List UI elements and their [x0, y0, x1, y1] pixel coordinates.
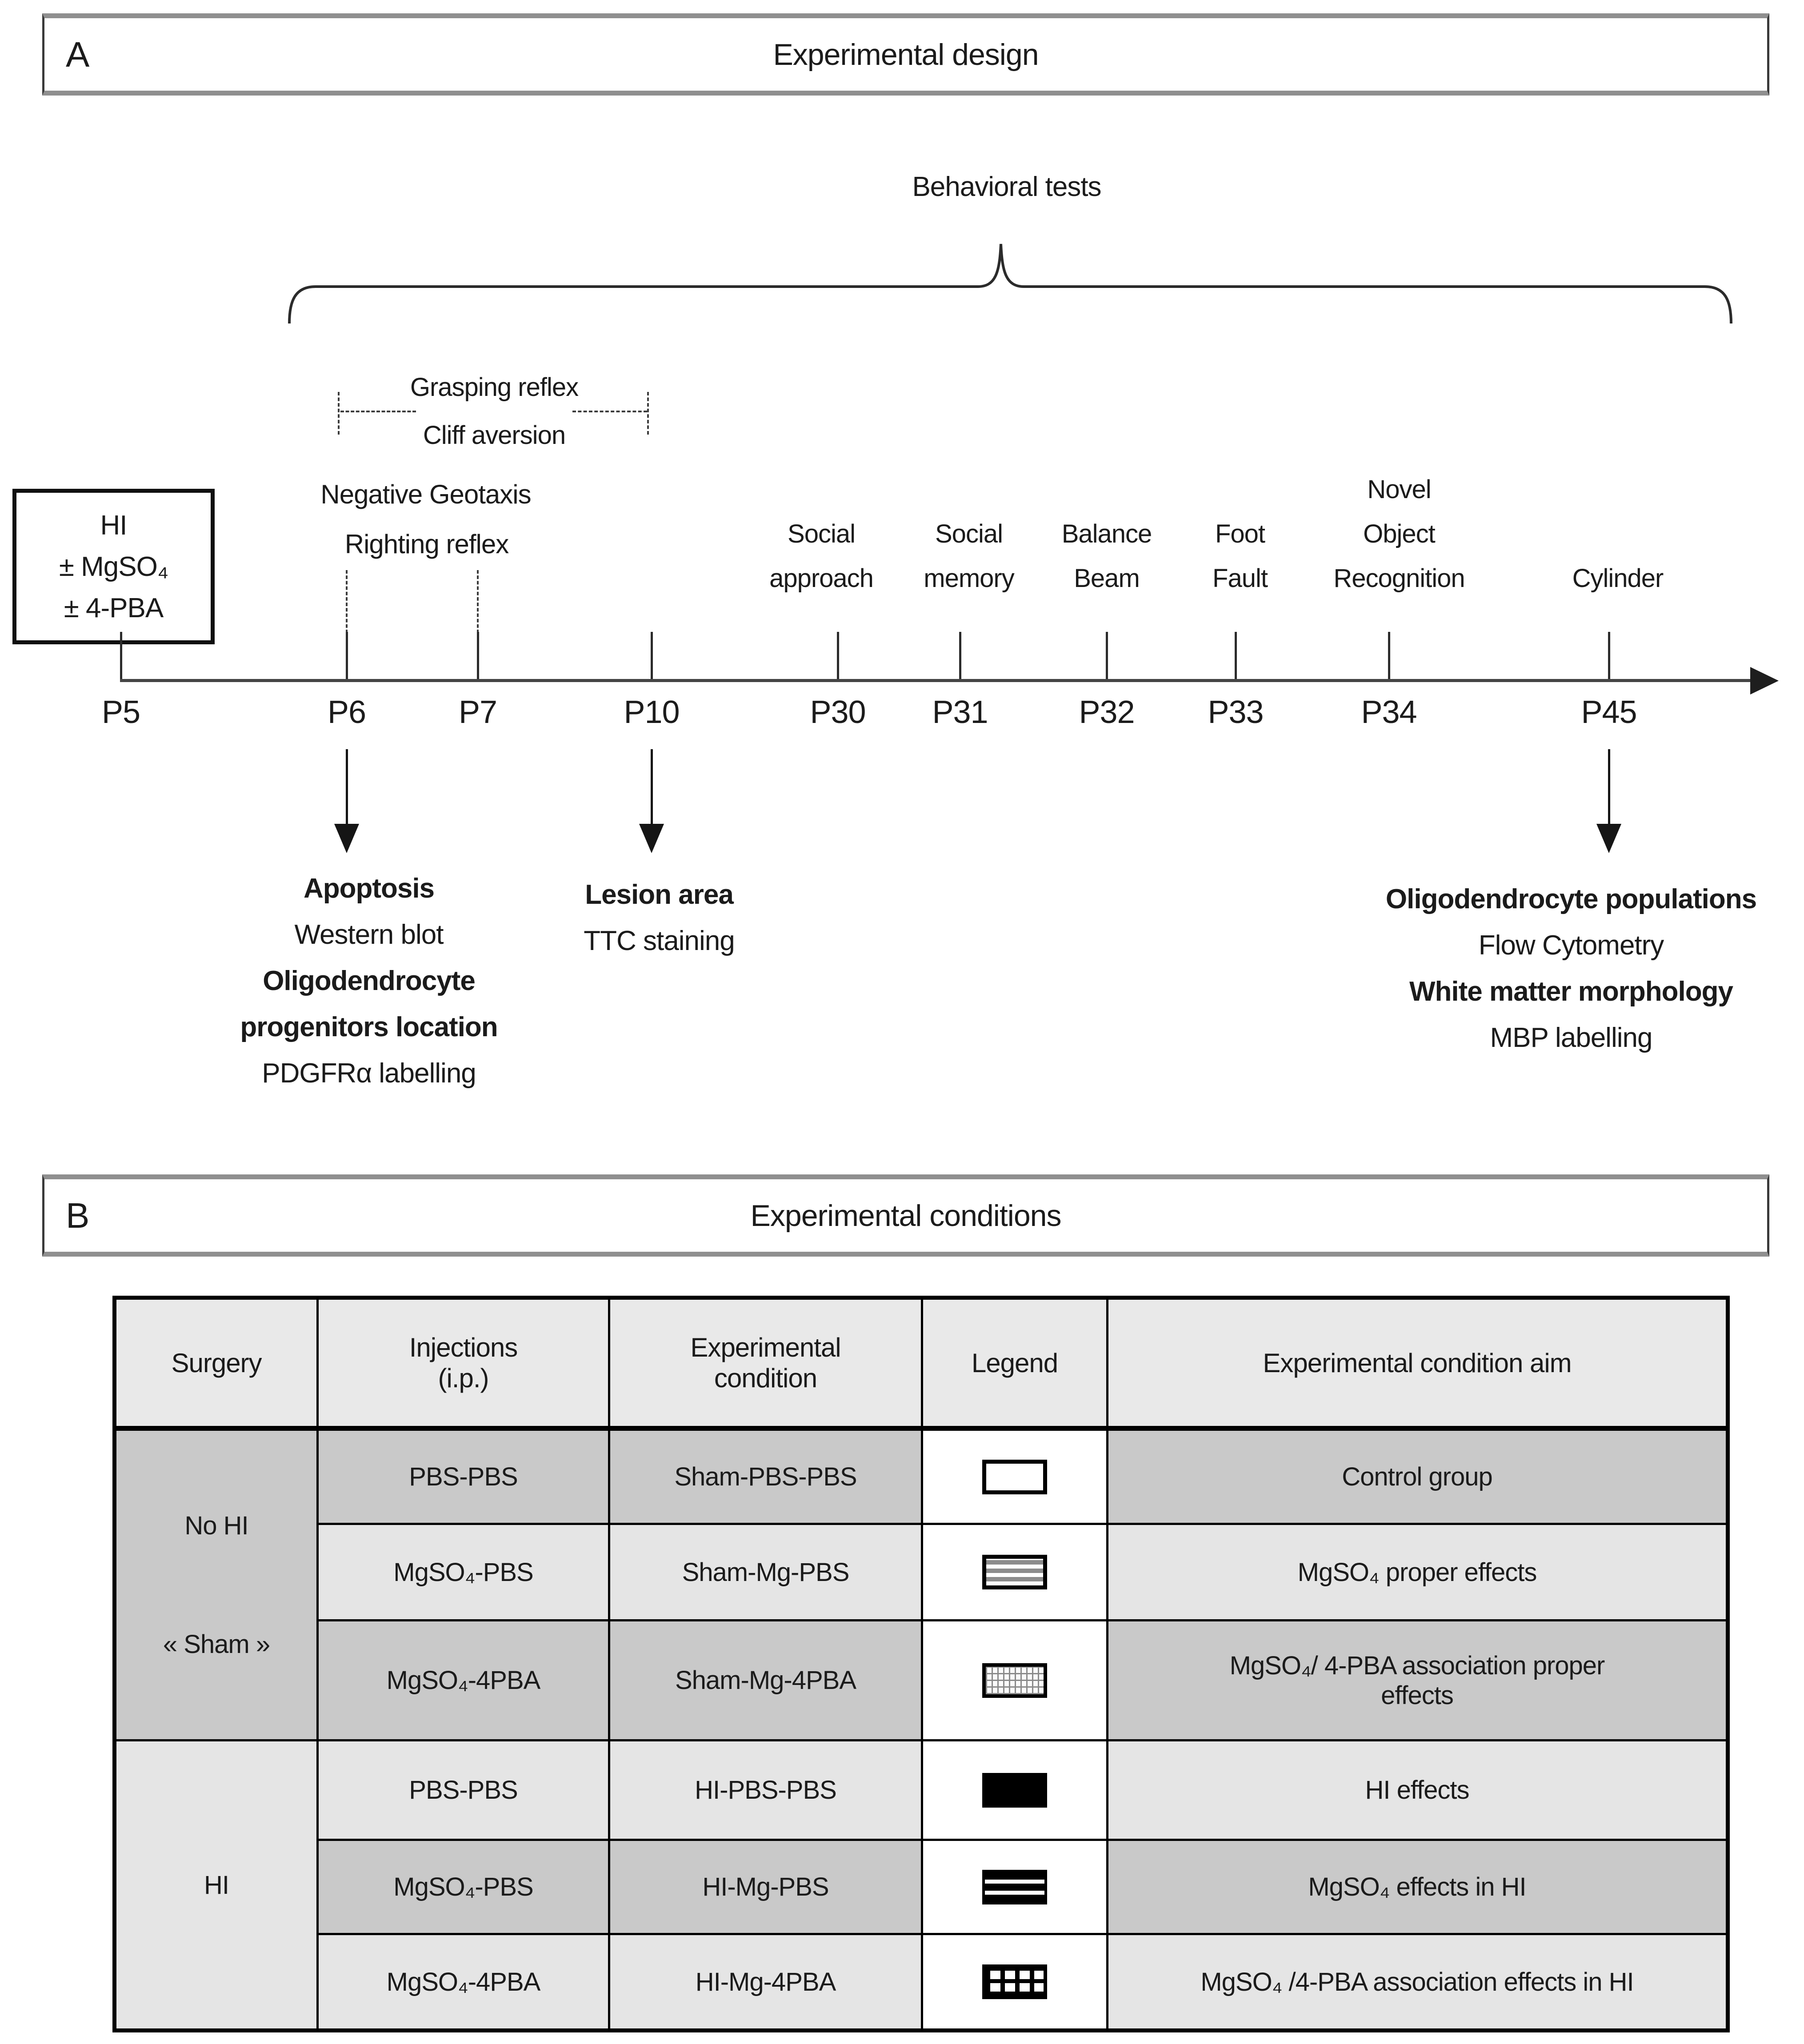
cell-condition: Sham-Mg-4PBA — [608, 1619, 923, 1741]
legend-swatch-black-grid — [982, 1964, 1047, 1999]
legend-swatch-black-stripes — [982, 1869, 1047, 1904]
grasping-reflex-label: Grasping reflex — [410, 373, 579, 402]
cell-condition: HI-Mg-PBS — [608, 1839, 923, 1935]
legend-swatch-gray-stripes — [982, 1555, 1047, 1589]
test-label-social-memory: Social memory — [924, 519, 1014, 593]
cell-legend — [921, 1739, 1108, 1841]
p7-dashed-connector — [477, 570, 479, 633]
cell-injections: MgSO₄-PBS — [316, 1523, 610, 1621]
cell-aim: MgSO₄/ 4-PBA association proper effects — [1106, 1619, 1729, 1741]
header-injections: Injections (i.p.) — [316, 1297, 610, 1431]
p45-annotation-block: Oligodendrocyte populations Flow Cytomet… — [1385, 884, 1757, 1053]
legend-swatch-fine-grid — [982, 1663, 1047, 1698]
panel-b-letter: B — [66, 1195, 89, 1235]
table-row: MgSO₄-PBS HI-Mg-PBS MgSO₄ effects in HI — [115, 1839, 1729, 1935]
panel-a-letter: A — [66, 34, 89, 74]
cell-injections: PBS-PBS — [316, 1427, 610, 1525]
cell-aim: MgSO₄ /4-PBA association effects in HI — [1106, 1933, 1729, 2032]
header-legend: Legend — [921, 1297, 1108, 1431]
p10-down-arrow — [651, 749, 653, 825]
p45-down-arrow — [1608, 749, 1610, 825]
p6-down-arrow — [346, 749, 348, 825]
timeline-axis — [120, 679, 1752, 682]
panel-b-title: Experimental conditions — [750, 1198, 1062, 1233]
cell-aim: HI effects — [1106, 1739, 1729, 1841]
header-aim: Experimental condition aim — [1106, 1297, 1729, 1431]
hi-box-line-3: ± 4-PBA — [64, 592, 164, 623]
cell-condition: Sham-PBS-PBS — [608, 1427, 923, 1525]
cell-condition: Sham-Mg-PBS — [608, 1523, 923, 1621]
cell-injections: MgSO₄-4PBA — [316, 1619, 610, 1741]
cliff-aversion-label: Cliff aversion — [423, 421, 566, 450]
table-row: MgSO₄-4PBA HI-Mg-4PBA MgSO₄ /4-PBA assoc… — [115, 1933, 1729, 2032]
test-label-cylinder: Cylinder — [1572, 564, 1664, 593]
reflex-bracket-dash-left — [340, 411, 416, 412]
p45-down-arrowhead-icon — [1596, 824, 1621, 853]
cell-aim: MgSO₄ effects in HI — [1106, 1839, 1729, 1935]
reflex-bracket-left — [338, 392, 340, 435]
legend-swatch-black — [982, 1773, 1047, 1808]
behavioral-tests-brace — [288, 244, 1732, 324]
experimental-conditions-table: Surgery Injections (i.p.) Experimental c… — [112, 1296, 1730, 2032]
table-row: MgSO₄-4PBA Sham-Mg-4PBA MgSO₄/ 4-PBA ass… — [115, 1619, 1729, 1741]
test-label-balance-beam: Balance Beam — [1061, 519, 1152, 593]
hi-box-line-1: HI — [100, 510, 128, 541]
reflex-bracket-dash-right — [572, 411, 647, 412]
hi-treatment-box: HI ± MgSO₄ ± 4-PBA — [12, 489, 215, 644]
header-surgery: Surgery — [113, 1297, 319, 1431]
cell-legend — [921, 1839, 1108, 1935]
header-condition: Experimental condition — [608, 1297, 923, 1431]
reflex-bracket-right — [647, 392, 649, 435]
p10-down-arrowhead-icon — [639, 824, 664, 853]
cell-condition: HI-Mg-4PBA — [608, 1933, 923, 2032]
cell-injections: MgSO₄-4PBA — [316, 1933, 610, 2032]
table-row: HI PBS-PBS HI-PBS-PBS HI effects — [113, 1739, 1729, 2032]
table-row: MgSO₄-PBS Sham-Mg-PBS MgSO₄ proper effec… — [115, 1523, 1729, 1621]
panel-b-header: B Experimental conditions — [42, 1174, 1769, 1257]
cell-aim: MgSO₄ proper effects — [1106, 1523, 1729, 1621]
cell-injections: PBS-PBS — [316, 1739, 610, 1841]
legend-swatch-white — [982, 1459, 1047, 1494]
cell-condition: HI-PBS-PBS — [608, 1739, 923, 1841]
cell-legend — [921, 1427, 1108, 1525]
surgery-group-sham: No HI « Sham » — [113, 1427, 319, 1741]
p6-dashed-connector — [346, 570, 348, 633]
test-label-foot-fault: Foot Fault — [1212, 519, 1268, 593]
p6-down-arrowhead-icon — [334, 824, 359, 853]
table-row: No HI « Sham » PBS-PBS Sham-PBS-PBS Cont… — [113, 1427, 1729, 1741]
negative-geotaxis-label: Negative Geotaxis — [320, 479, 531, 509]
test-label-novel-object-recognition: Novel Object Recognition — [1333, 475, 1465, 593]
behavioral-tests-label: Behavioral tests — [912, 172, 1101, 202]
cell-legend — [921, 1523, 1108, 1621]
axis-arrowhead-icon — [1750, 667, 1779, 695]
p10-annotation-block: Lesion area TTC staining — [584, 879, 735, 956]
table-header-row: Surgery Injections (i.p.) Experimental c… — [113, 1297, 1729, 1431]
righting-reflex-label: Righting reflex — [344, 529, 509, 559]
test-label-social-approach: Social approach — [769, 519, 874, 593]
cell-legend — [921, 1933, 1108, 2032]
cell-aim: Control group — [1106, 1427, 1729, 1525]
surgery-group-hi: HI — [113, 1739, 319, 2032]
p6-annotation-block: Apoptosis Western blot Oligodendrocyte p… — [240, 873, 498, 1089]
cell-injections: MgSO₄-PBS — [316, 1839, 610, 1935]
cell-legend — [921, 1619, 1108, 1741]
hi-box-line-2: ± MgSO₄ — [59, 551, 168, 582]
panel-a-header: A Experimental design — [42, 13, 1769, 96]
panel-a-title: Experimental design — [773, 37, 1039, 72]
